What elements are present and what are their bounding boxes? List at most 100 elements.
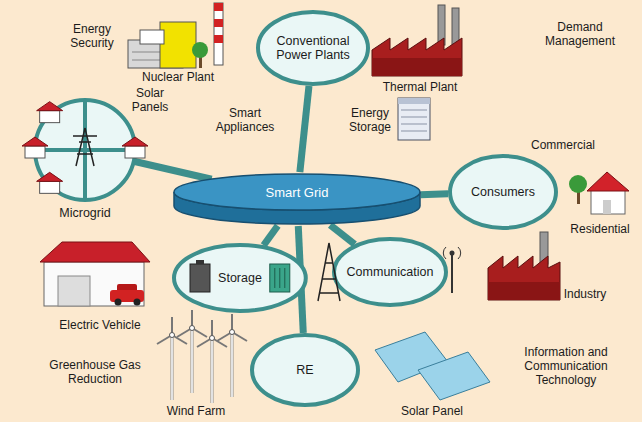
annotation-label: Information and Communication Technology: [511, 345, 621, 387]
wind-farm: [157, 310, 247, 403]
annotation-label: Nuclear Plant: [128, 70, 228, 84]
node-outline: [30, 98, 140, 222]
house-roof: [37, 102, 63, 111]
ellipse-outline: [334, 239, 446, 305]
industry-factory: [488, 282, 560, 300]
residential-house: [569, 175, 587, 193]
microgrid-houses: [22, 102, 148, 194]
commercial-building: [401, 117, 427, 118]
nuclear-plant: [140, 30, 164, 44]
electric-vehicle: [134, 299, 141, 306]
solar-panel: [418, 352, 490, 400]
grid-link: [264, 226, 278, 246]
antenna-tip: [450, 251, 455, 256]
annotation-label: Smart Appliances: [205, 106, 285, 134]
residential-house: [603, 200, 611, 214]
electric-vehicle: [40, 242, 150, 306]
annotation-label: Thermal Plant: [375, 80, 465, 94]
antenna-mast: [451, 255, 453, 293]
annotation-label: Industry: [555, 287, 615, 301]
house-body: [40, 111, 60, 123]
electric-vehicle: [115, 299, 122, 306]
house-roof: [122, 137, 148, 146]
ellipse-outline: [174, 245, 306, 311]
commercial-building: [401, 131, 427, 132]
nuclear-plant: [192, 42, 208, 58]
battery-symbol: [190, 264, 210, 292]
wind-farm: [157, 317, 187, 400]
nuclear-plant: [214, 19, 223, 27]
commercial-building: [398, 98, 430, 140]
wind-farm: [197, 320, 227, 403]
annotation-label: Residential: [560, 222, 640, 236]
commercial-building: [398, 98, 430, 140]
battery-terminal: [196, 260, 204, 264]
annotation-label: Solar Panel: [392, 404, 472, 418]
ellipse-outline: [258, 12, 368, 84]
annotation-label: Commercial: [523, 138, 603, 152]
component-ellipse: Storage: [172, 243, 308, 313]
industry-factory: [488, 256, 560, 300]
annotation-label: Greenhouse Gas Reduction: [45, 358, 145, 386]
node-label: Smart Grid: [266, 186, 329, 201]
house-roof: [22, 137, 48, 146]
hub-disc: Smart Grid: [172, 172, 422, 228]
inverter-fin: [284, 268, 285, 288]
node-label: Communication: [347, 265, 434, 279]
house-body: [125, 146, 145, 158]
transmission-tower: [73, 128, 97, 166]
industry-factory: [488, 232, 560, 300]
commercial-building: [401, 124, 427, 125]
ellipse-outline: [450, 156, 556, 228]
electric-vehicle: [40, 242, 150, 262]
inverter-symbol: [270, 264, 290, 292]
thermal-plant: [372, 5, 462, 76]
wind-farm: [177, 310, 207, 393]
annotation-label: Solar Panels: [125, 86, 175, 114]
node-label: Consumers: [471, 185, 535, 199]
house-body: [40, 181, 60, 193]
annotation-label: Demand Management: [535, 20, 625, 48]
inverter-fin: [279, 268, 280, 288]
nuclear-plant: [214, 3, 223, 11]
residential-house: [569, 172, 629, 214]
microgrid-spoke: [83, 100, 87, 200]
annotation-label: Energy Security: [57, 22, 127, 50]
node-label: Storage: [218, 271, 262, 285]
house-body: [25, 146, 45, 158]
microgrid-ring: [35, 100, 135, 200]
nuclear-plant: [214, 35, 223, 43]
residential-house: [591, 190, 625, 214]
component-ellipse: Conventional Power Plants: [256, 10, 370, 86]
inverter-fin: [274, 268, 275, 288]
solar-panel: [375, 332, 490, 400]
grid-link: [330, 225, 354, 244]
nuclear-plant: [160, 22, 196, 68]
antenna-waves: [443, 247, 460, 259]
annotation-label: Wind Farm: [156, 404, 236, 418]
tower-frame: [73, 128, 97, 166]
node-outline: [172, 172, 422, 228]
component-ellipse: Consumers: [448, 154, 558, 230]
thermal-plant: [452, 8, 459, 45]
microgrid-circle: Microgrid: [30, 98, 140, 222]
component-ellipse: Communication: [332, 237, 448, 307]
disc-top: [174, 174, 420, 210]
thermal-plant: [372, 58, 462, 76]
grid-link: [134, 161, 212, 179]
component-ellipse: RE: [250, 333, 360, 407]
nuclear-plant: [128, 3, 223, 68]
residential-house: [587, 172, 629, 191]
annotation-label: Energy Storage: [335, 106, 405, 134]
house-roof: [37, 172, 63, 181]
ellipse-outline: [252, 335, 358, 405]
node-label: Conventional Power Plants: [272, 34, 354, 63]
electric-vehicle: [44, 262, 144, 306]
electric-vehicle: [58, 276, 90, 306]
node-label: RE: [296, 363, 313, 377]
node-label: Microgrid: [59, 206, 110, 220]
thermal-plant: [372, 38, 462, 76]
grid-link: [300, 86, 309, 172]
radio-tower: [318, 243, 340, 301]
